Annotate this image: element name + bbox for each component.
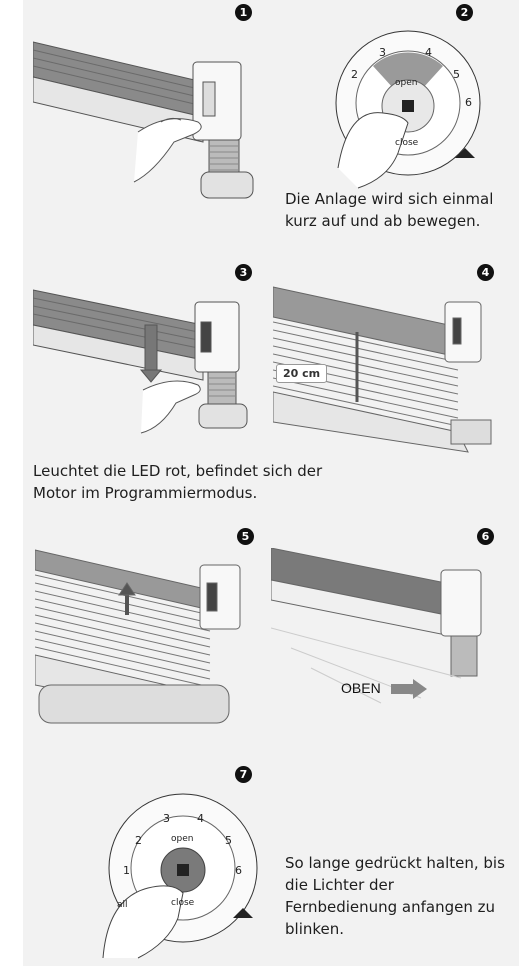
step-4-caption: Leuchtet die LED rot, befindet sich der … [33, 462, 323, 502]
remote-all-label: all [117, 900, 128, 910]
remote-key-1-label: 1 [123, 864, 130, 877]
remote-open-label: open [395, 78, 418, 88]
remote-close-label-b: close [171, 898, 195, 908]
step-2-caption: Die Anlage wird sich einmal kurz auf und… [285, 190, 494, 230]
remote-key-6-label: 6 [465, 96, 472, 109]
remote-key-5-label-b: 5 [225, 834, 232, 847]
step-4-illustration: 20 cm [273, 282, 503, 462]
direction-label-oben: OBEN [341, 680, 381, 696]
step-2-number-badge: 2 [456, 4, 473, 21]
remote-open-label-b: open [171, 834, 194, 844]
remote-key-6-label-b: 6 [235, 864, 242, 877]
remote-key-3-label-b: 3 [163, 812, 170, 825]
step-1-illustration [33, 22, 273, 202]
arrow-right-icon [391, 679, 427, 699]
remote-key-3-label: 3 [379, 46, 386, 59]
remote-close-label: close [395, 138, 419, 148]
measurement-label: 20 cm [276, 364, 328, 383]
step-7-number-badge: 7 [235, 766, 252, 783]
step-6-illustration: OBEN [271, 548, 511, 708]
instruction-page: 1 2 3 4 5 6 open close 2 Die Anlage wird… [23, 0, 519, 966]
step-7-caption: So lange gedrückt halten, bis die Lichte… [285, 854, 505, 938]
step-3-illustration [33, 280, 263, 440]
remote-key-2-label: 2 [351, 68, 358, 81]
step-5-number-badge: 5 [237, 528, 254, 545]
remote-key-5-label: 5 [453, 68, 460, 81]
step-3-number-badge: 3 [235, 264, 252, 281]
step-5-illustration [35, 545, 265, 735]
step-2-remote-illustration: 2 3 4 5 6 open close [313, 28, 503, 198]
remote-key-2-label-b: 2 [135, 834, 142, 847]
step-4-number-badge: 4 [477, 264, 494, 281]
remote-key-4-label: 4 [425, 46, 432, 59]
step-1-number-badge: 1 [235, 4, 252, 21]
step-6-number-badge: 6 [477, 528, 494, 545]
remote-key-4-label-b: 4 [197, 812, 204, 825]
step-7-remote-illustration: 1 2 3 4 5 6 open close all [83, 788, 283, 964]
